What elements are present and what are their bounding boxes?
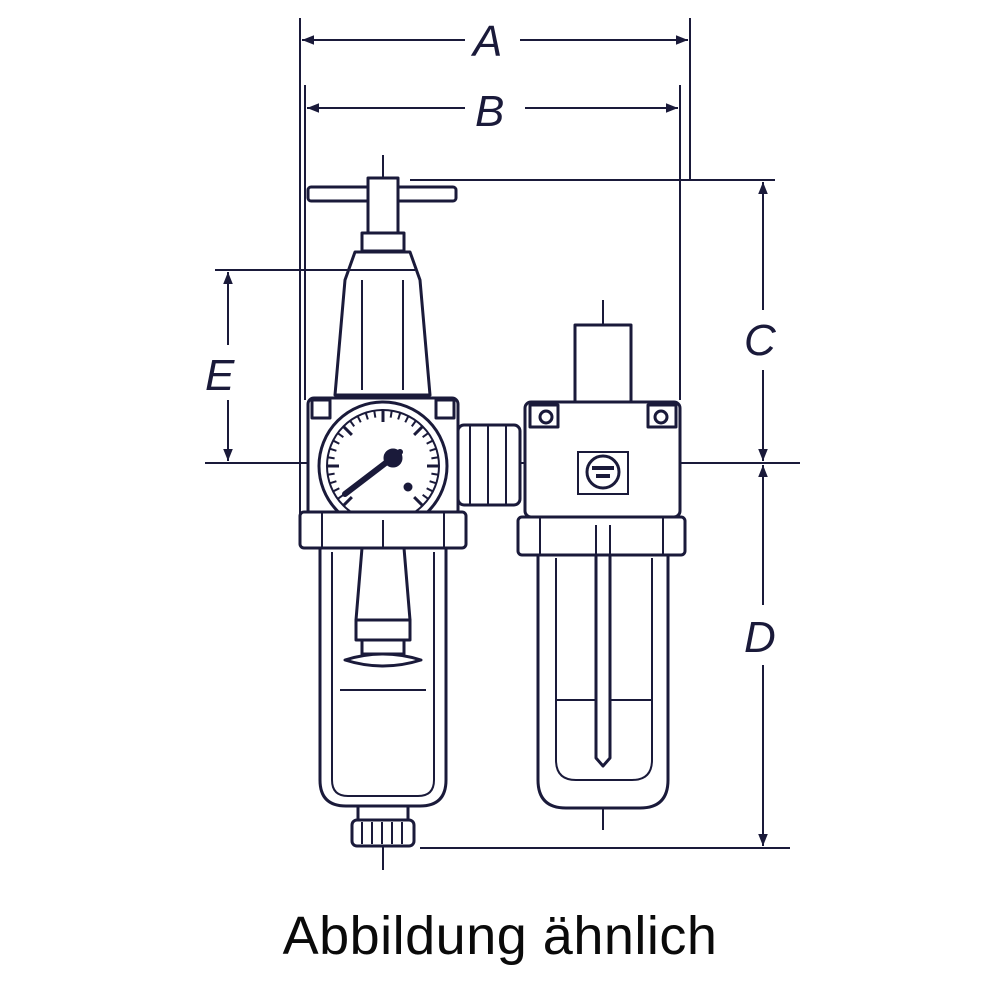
gauge-tick [332,439,340,445]
gauge-tick [413,425,424,436]
filter-regulator [298,155,468,870]
gauge-tick [389,410,393,418]
dimension-d: D [744,465,776,846]
gauge-tick [364,412,369,420]
caption: Abbildung ähnlich [282,906,718,966]
dimension-c: C [744,182,777,461]
gauge-tick [332,487,340,493]
dimension-label-e: E [205,351,235,400]
gauge-tick [429,480,437,485]
gauge-tick [397,412,402,420]
gauge-tick [327,472,335,476]
gauge-tick [431,472,439,476]
gauge-tick [426,487,434,493]
gauge-tick [327,456,335,460]
dimension-e: E [205,272,235,461]
dimension-label-b: B [475,87,504,136]
gauge-tick [349,420,356,427]
connector-nipple [456,423,522,507]
gauge-tick [356,415,362,423]
dimension-label-a: A [470,17,502,66]
gauge-tick [404,415,410,423]
dimension-b: B [307,87,678,136]
gauge-tick [426,439,434,445]
gauge-tick [337,432,344,439]
dimension-label-c: C [744,316,777,365]
gauge-tick [413,496,424,507]
baffle [343,652,423,668]
dimension-a: A [302,17,688,66]
gauge-tick [422,493,429,500]
dimension-label-d: D [744,613,776,662]
gauge-tick [429,447,437,452]
regulator-bonnet [333,250,432,397]
gauge-tick [373,410,377,418]
filter-bowl [318,546,448,808]
gauge-tick [422,432,429,439]
gauge-tick [329,480,337,485]
gauge-tick [342,496,353,507]
lubricator [516,300,687,830]
sight-dome [585,454,621,490]
gauge-tick [342,425,353,436]
lubricator-collar [516,515,687,557]
gauge-tick [329,447,337,452]
adjuster-stem [366,176,400,235]
gauge-tick [431,456,439,460]
gauge-tick [410,420,417,427]
gauge-ticks [327,410,439,507]
oil-fill-plug [573,323,633,407]
